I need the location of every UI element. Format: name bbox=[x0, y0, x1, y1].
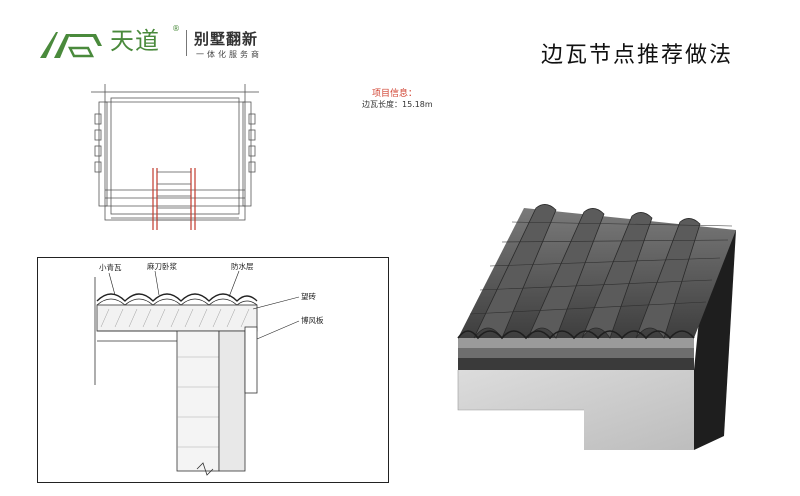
project-info-heading: 项目信息： bbox=[372, 89, 418, 99]
callout-waterproof-layer: 防水层 bbox=[231, 261, 254, 271]
callout-roof-brick: 望砖 bbox=[301, 291, 316, 301]
elevation-drawing bbox=[91, 84, 259, 230]
brand-name: 天道 bbox=[110, 27, 160, 55]
logo-divider bbox=[186, 30, 187, 56]
brand-subtagline: 一体化服务商 bbox=[196, 50, 262, 59]
project-info-length: 边瓦长度：15.18m bbox=[362, 100, 433, 109]
callout-fascia-board: 博风板 bbox=[301, 315, 324, 325]
roof-edge-3d-render bbox=[457, 204, 736, 450]
brand-tagline: 别墅翻新 bbox=[194, 30, 259, 48]
section-detail-drawing: 小青瓦 麻刀卧浆 防水层 望砖 博风板 bbox=[37, 257, 389, 483]
page-title: 边瓦节点推荐做法 bbox=[541, 43, 734, 68]
house-logo-icon bbox=[40, 32, 102, 58]
brand-logo: 天道 ® 别墅翻新 一体化服务商 bbox=[36, 24, 276, 64]
callout-small-tile: 小青瓦 bbox=[99, 262, 122, 272]
registered-mark: ® bbox=[172, 24, 180, 33]
callout-mortar-bed: 麻刀卧浆 bbox=[147, 261, 177, 271]
